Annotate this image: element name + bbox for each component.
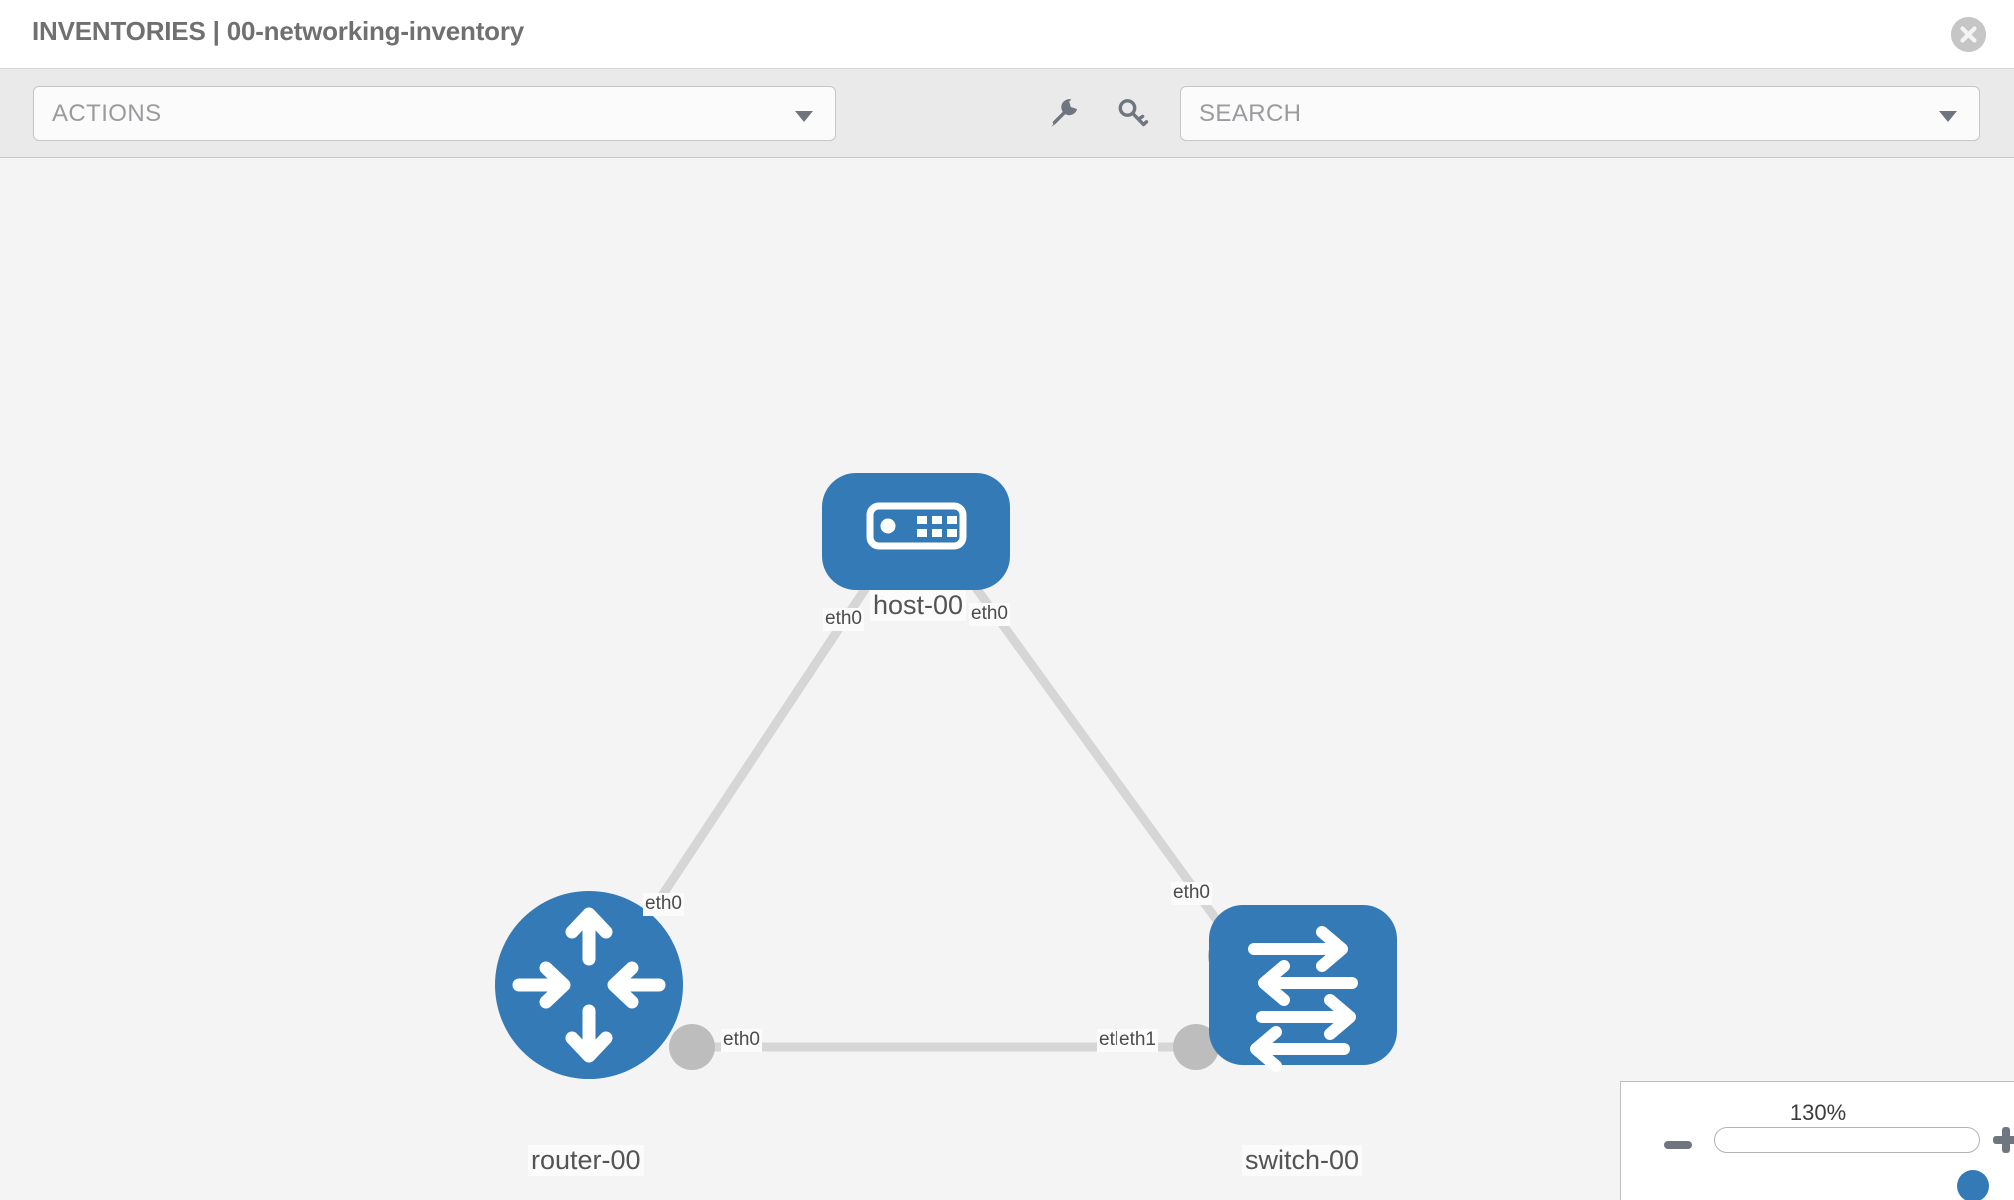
node-router-00[interactable] bbox=[495, 891, 683, 1079]
chevron-down-icon bbox=[795, 111, 813, 122]
minus-icon[interactable] bbox=[1664, 1141, 1692, 1149]
edge-label-switch-eth1: eth1 bbox=[1117, 1029, 1158, 1052]
topology-graph bbox=[495, 473, 1397, 1079]
zoom-slider-track[interactable] bbox=[1714, 1127, 1989, 1200]
edge-label-host-eth0-left: eth0 bbox=[823, 608, 864, 631]
node-label-host-00: host-00 bbox=[870, 590, 967, 622]
edge-label-router-eth0: eth0 bbox=[721, 1029, 762, 1052]
zoom-control-panel: 130% bbox=[1620, 1081, 2014, 1200]
zoom-slider-thumb[interactable] bbox=[1957, 1170, 1989, 1200]
toolbar: ACTIONS SEARC bbox=[0, 69, 2014, 158]
node-label-router-00: router-00 bbox=[528, 1145, 644, 1177]
edge-label-router-eth0-up: eth0 bbox=[643, 893, 684, 916]
topology-canvas[interactable]: host-00 router-00 switch-00 eth0 eth0 et… bbox=[0, 159, 2014, 1200]
port-switch-eth1 bbox=[1173, 1024, 1219, 1070]
node-host-00[interactable] bbox=[822, 473, 1010, 590]
key-icon[interactable] bbox=[1114, 95, 1150, 131]
server-icon bbox=[866, 502, 967, 550]
page-header: INVENTORIES | 00-networking-inventory bbox=[0, 0, 2014, 69]
router-arrows-icon bbox=[512, 907, 666, 1063]
zoom-level-value: 130% bbox=[1789, 1100, 1847, 1125]
search-placeholder: SEARCH bbox=[1199, 100, 1302, 127]
wrench-icon[interactable] bbox=[1046, 95, 1082, 131]
edge-label-switch-eth0-up: eth0 bbox=[1171, 882, 1212, 905]
actions-dropdown[interactable]: ACTIONS bbox=[33, 86, 836, 141]
plus-icon[interactable] bbox=[1993, 1127, 2014, 1153]
switch-arrows-icon bbox=[1248, 926, 1358, 1072]
search-input[interactable]: SEARCH bbox=[1180, 86, 1980, 141]
port-router-eth0 bbox=[669, 1024, 715, 1070]
actions-dropdown-label: ACTIONS bbox=[52, 100, 162, 127]
node-label-switch-00: switch-00 bbox=[1242, 1145, 1363, 1177]
edge-label-host-eth0-right: eth0 bbox=[969, 603, 1010, 626]
chevron-down-icon[interactable] bbox=[1939, 111, 1957, 122]
page-title: INVENTORIES | 00-networking-inventory bbox=[32, 16, 525, 46]
node-switch-00[interactable] bbox=[1209, 905, 1397, 1072]
topology-links bbox=[616, 556, 1249, 1052]
close-icon[interactable] bbox=[1951, 17, 1986, 52]
